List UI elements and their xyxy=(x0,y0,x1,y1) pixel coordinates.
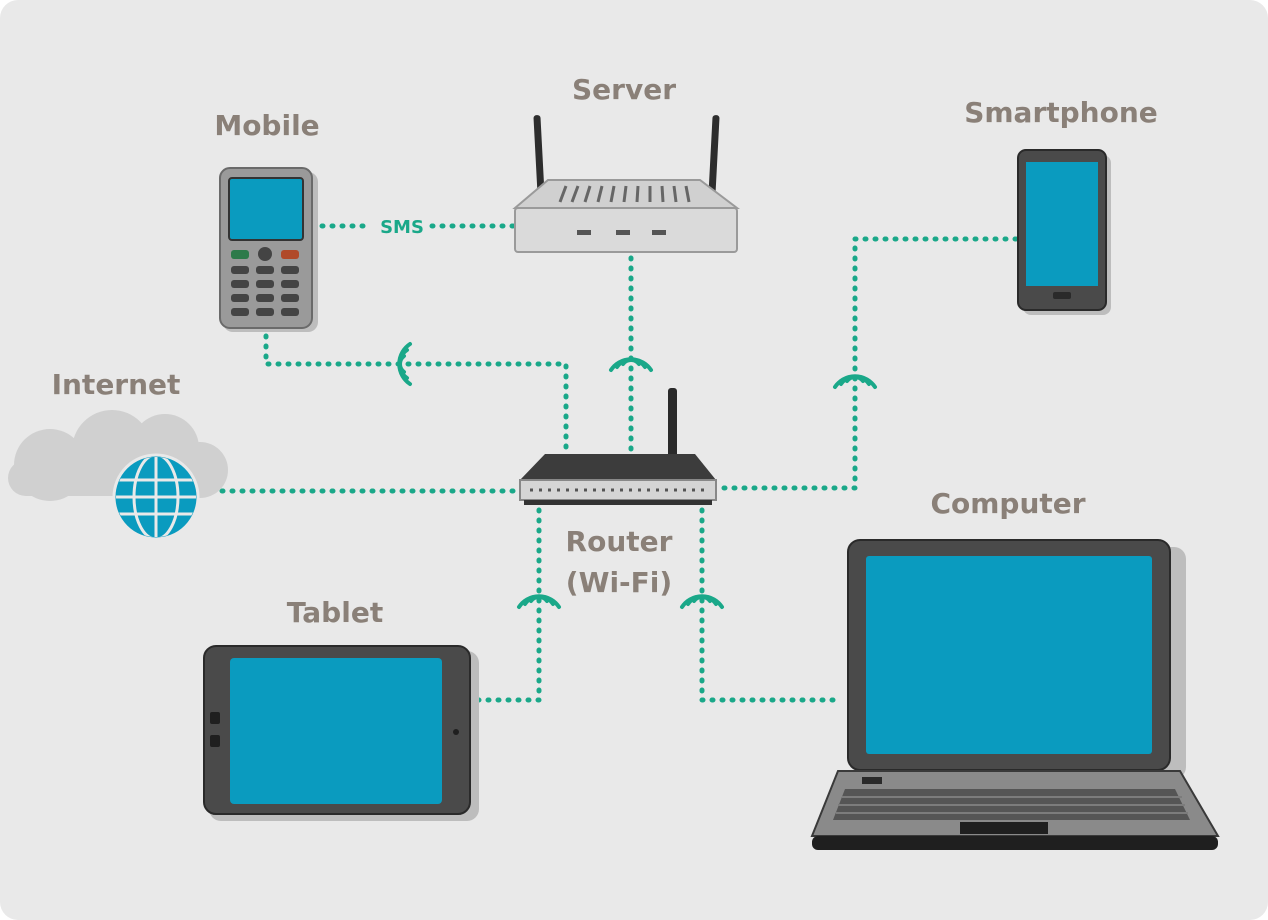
link-router-computer xyxy=(699,507,845,703)
wifi-icon xyxy=(680,594,724,609)
wifi-icon xyxy=(397,342,412,386)
internet-cloud xyxy=(8,410,228,541)
link-mobile-router xyxy=(263,333,569,453)
smartphone-label: Smartphone xyxy=(964,96,1158,129)
server-label: Server xyxy=(572,73,676,106)
wifi-icon xyxy=(609,357,653,372)
internet-label: Internet xyxy=(52,368,181,401)
link-router-tablet xyxy=(473,507,542,703)
laptop-device xyxy=(810,539,1220,850)
sms-label: SMS xyxy=(380,217,424,238)
wifi-icon xyxy=(517,594,561,609)
router-sublabel: (Wi-Fi) xyxy=(566,566,672,599)
link-smartphone-router xyxy=(713,236,1019,491)
computer-label: Computer xyxy=(930,487,1085,520)
router-label: Router xyxy=(566,525,673,558)
router-device xyxy=(519,388,717,505)
tablet-label: Tablet xyxy=(287,596,383,629)
connection-links xyxy=(219,223,1019,703)
mobile-label: Mobile xyxy=(214,109,319,142)
mobile-phone-device xyxy=(219,167,318,332)
wifi-signals xyxy=(397,342,877,609)
server-device xyxy=(512,115,740,253)
globe-icon xyxy=(112,453,200,541)
smartphone-device xyxy=(1017,149,1111,315)
wifi-icon xyxy=(833,374,877,389)
tablet-device xyxy=(203,645,479,821)
